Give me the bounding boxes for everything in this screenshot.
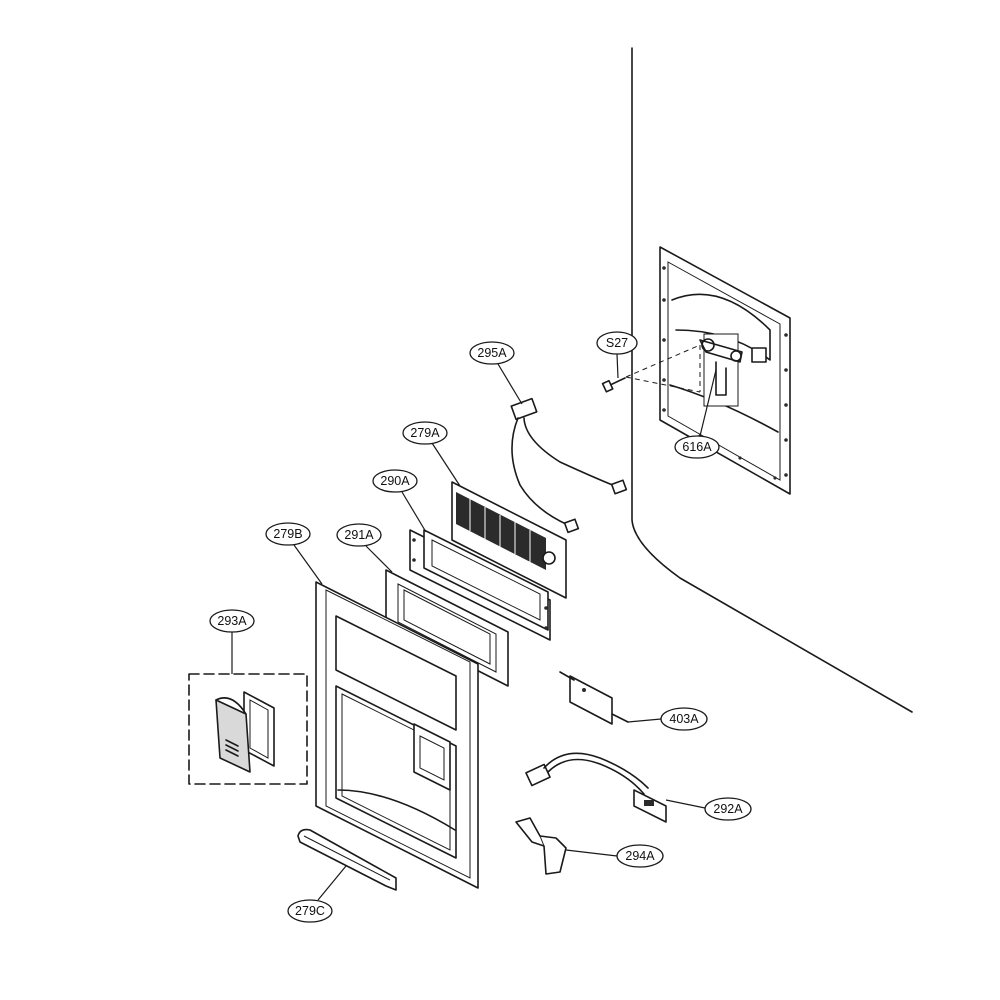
callout-290a: 290A (372, 469, 418, 493)
control-board-279a (451, 481, 567, 599)
door-outline (631, 47, 913, 713)
micro-switch-403a (559, 671, 629, 725)
svg-text:294A: 294A (625, 849, 655, 863)
svg-text:S27: S27 (606, 336, 628, 350)
bracket-294a (515, 817, 567, 875)
wire-harness-295a (510, 397, 628, 534)
gasket-291a (385, 569, 509, 687)
callout-294a: 294A (616, 844, 664, 868)
callout-279a: 279A (402, 421, 448, 445)
leader-lines (231, 353, 717, 901)
svg-text:292A: 292A (713, 802, 743, 816)
wire-harness-292a (525, 752, 667, 823)
screw-s27 (601, 344, 701, 393)
callout-293a: 293A (209, 609, 255, 633)
bar-279c (297, 828, 397, 891)
callout-616a: 616A (674, 435, 720, 459)
callout-292a: 292A (704, 797, 752, 821)
svg-text:279A: 279A (410, 426, 440, 440)
svg-text:403A: 403A (669, 712, 699, 726)
svg-text:293A: 293A (217, 614, 247, 628)
svg-text:616A: 616A (682, 440, 712, 454)
frame-290a (409, 529, 551, 641)
callout-403a: 403A (660, 707, 708, 731)
callout-291a: 291A (336, 523, 382, 547)
callout-295a: 295A (469, 341, 515, 365)
svg-text:291A: 291A (344, 528, 374, 542)
svg-text:295A: 295A (477, 346, 507, 360)
svg-text:279B: 279B (273, 527, 302, 541)
callout-279c: 279C (287, 899, 333, 923)
switch-cover-293a (188, 673, 308, 785)
svg-text:279C: 279C (295, 904, 325, 918)
callout-s27: S27 (596, 331, 638, 355)
svg-text:290A: 290A (380, 474, 410, 488)
dispenser-cover-279b (315, 581, 479, 889)
bracket-616a-assembly (659, 246, 791, 495)
callout-279b: 279B (265, 522, 311, 546)
